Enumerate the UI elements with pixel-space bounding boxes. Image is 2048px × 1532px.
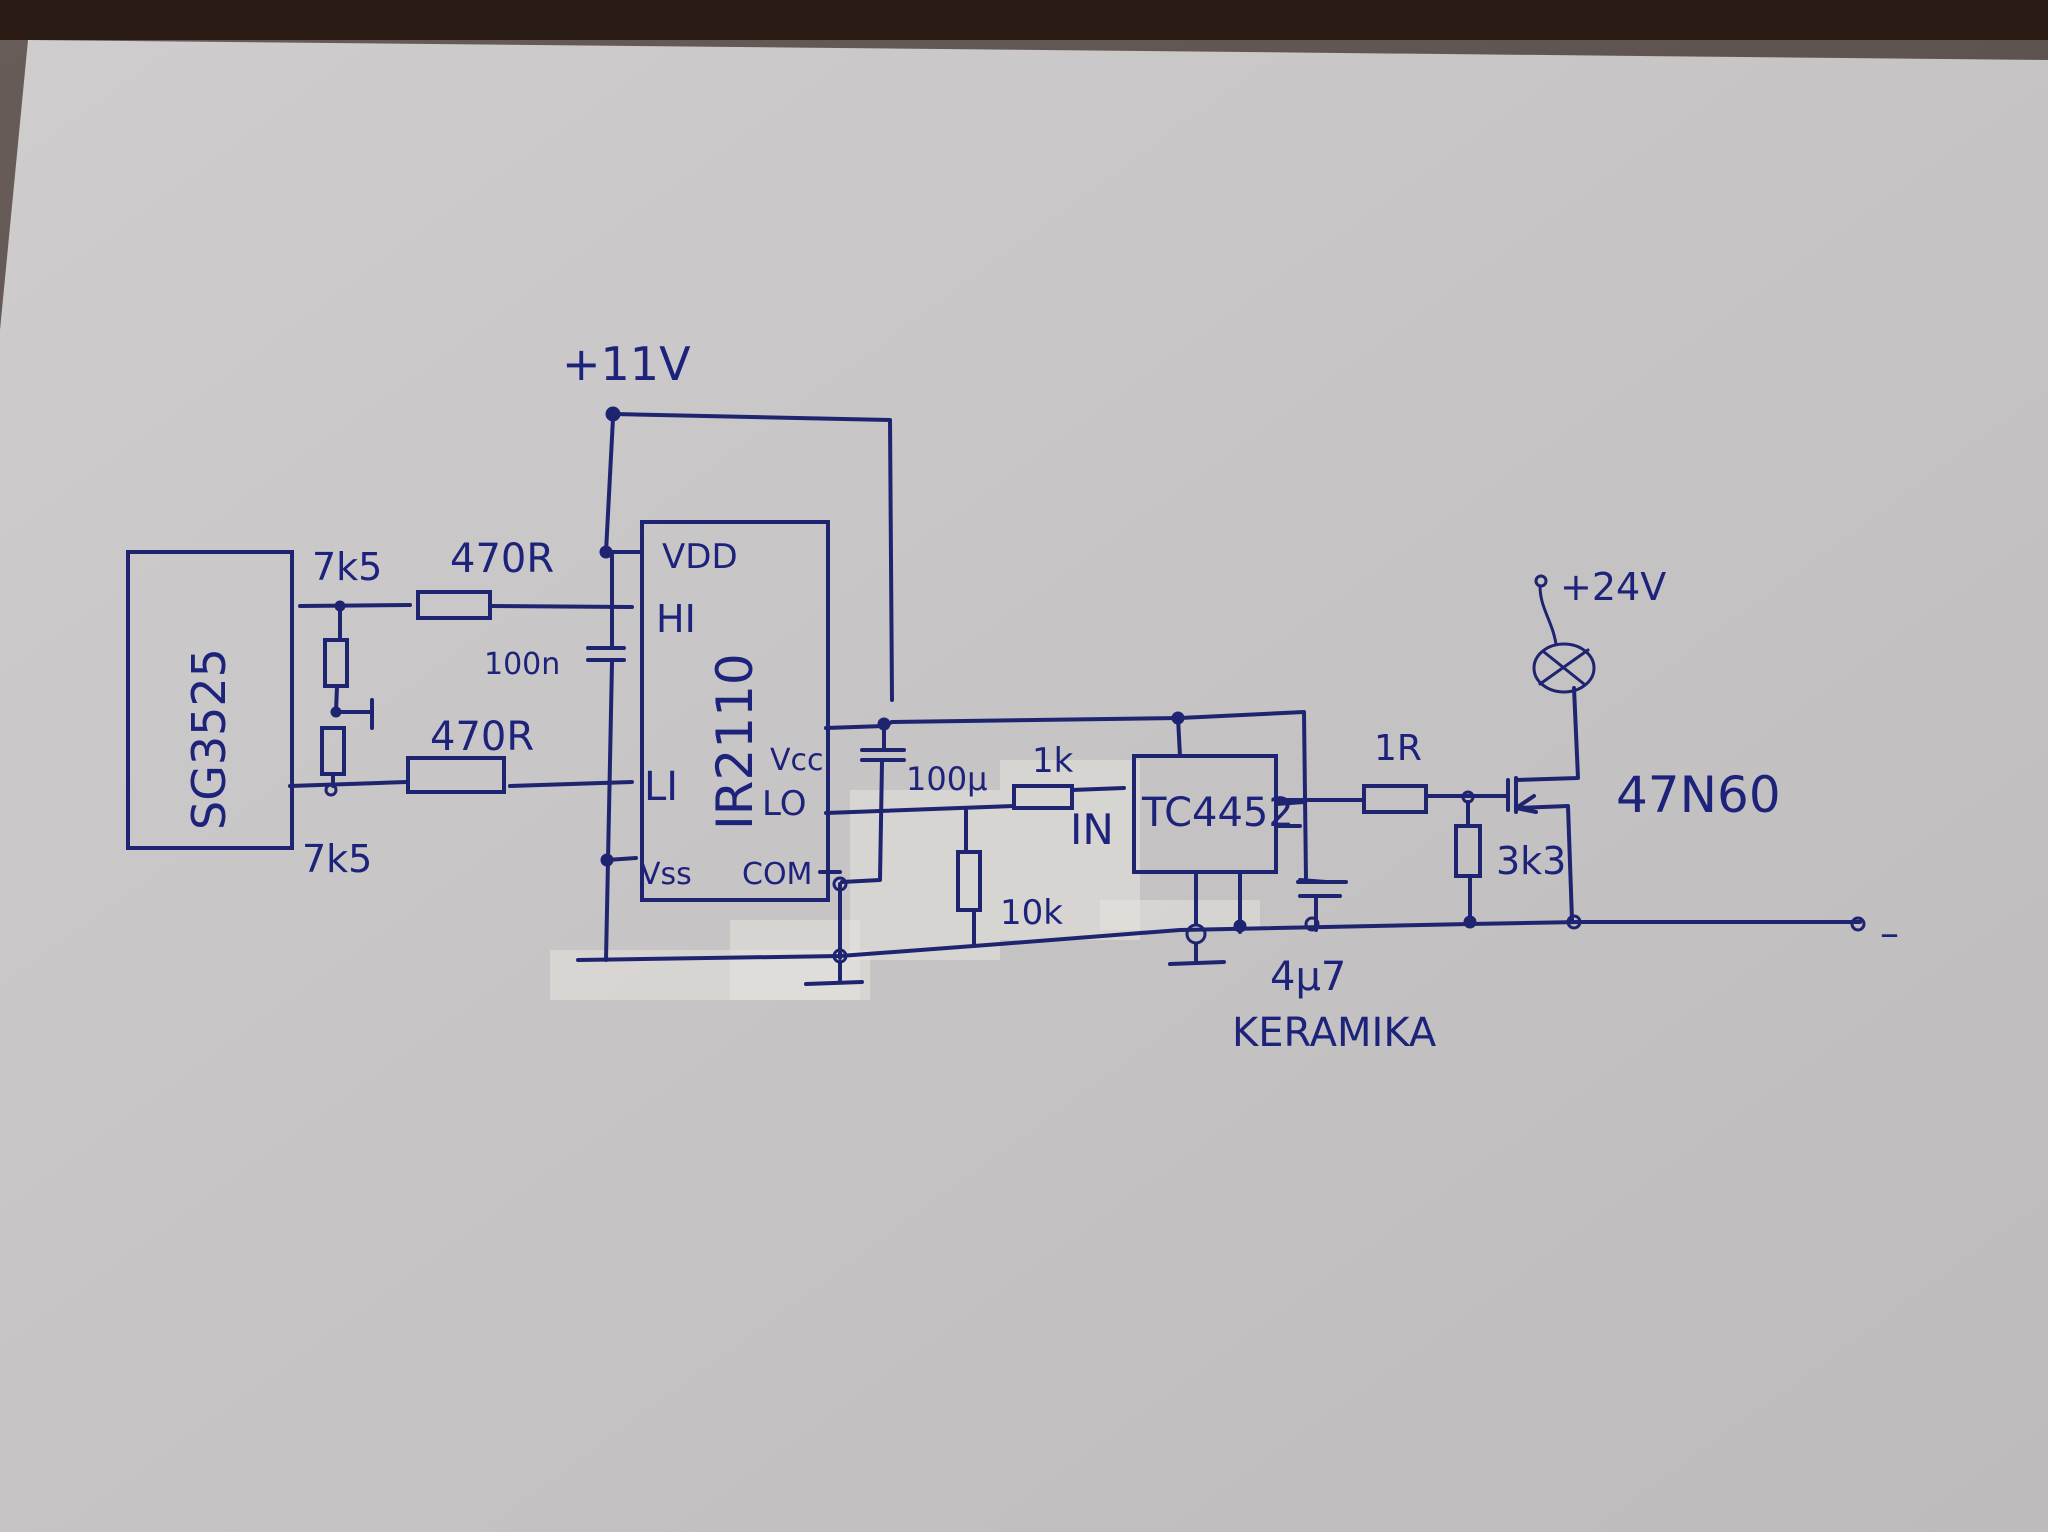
resistor-1k: [1012, 784, 1074, 810]
supply-11v: +11V: [562, 337, 894, 702]
vdd-decoupling: 100n: [484, 545, 644, 962]
label-7k5-bottom: 7k5: [302, 837, 372, 881]
hi-signal-path: 7k5 470R: [298, 536, 634, 620]
label-plus-11v: +11V: [562, 337, 691, 391]
pin-vcc: Vcc: [770, 743, 824, 778]
label-plus-24v: +24V: [1560, 565, 1666, 609]
pin-li: LI: [644, 764, 678, 810]
lamp-and-supply: +24V: [1532, 565, 1666, 694]
label-1r: 1R: [1374, 728, 1422, 769]
lamp-icon: [1532, 642, 1596, 694]
label-100u: 100µ: [906, 760, 987, 798]
ceramic-capacitor: 4µ7 KERAMIKA: [1232, 878, 1437, 1056]
label-in: IN: [1070, 805, 1114, 854]
label-4u7: 4µ7: [1270, 954, 1346, 1000]
pin-lo: LO: [762, 784, 807, 824]
resistor-470r-hi: [416, 590, 492, 620]
resistor-470r-li: [406, 756, 506, 794]
label-3k3: 3k3: [1496, 839, 1566, 883]
ir2110-ic: IR2110 VDD HI LI Vcc LO Vss COM: [640, 520, 830, 902]
label-10k: 10k: [1000, 893, 1063, 933]
pin-com: COM: [742, 857, 812, 892]
sg3525-label: SG3525: [182, 648, 236, 830]
pin-vss: Vss: [640, 857, 692, 892]
label-7k5-top: 7k5: [312, 545, 382, 589]
lo-signal-path: 1k IN 10k: [824, 741, 1126, 946]
resistor-10k: [956, 850, 982, 912]
ir2110-label: IR2110: [706, 653, 764, 830]
pin-vdd: VDD: [662, 537, 738, 577]
mosfet-47n60: 47N60: [1506, 686, 1781, 930]
li-signal-path: 470R: [288, 714, 634, 794]
label-470r-hi: 470R: [450, 536, 554, 582]
label-470r-li: 470R: [430, 714, 534, 760]
label-keramika: KERAMIKA: [1232, 1010, 1437, 1056]
minus-terminal: –: [1850, 911, 1899, 955]
label-100n: 100n: [484, 647, 560, 682]
gate-path: 1R 3k3: [1274, 728, 1566, 929]
vcc-rail: 100µ: [824, 710, 1308, 884]
label-minus: –: [1880, 911, 1899, 955]
label-47n60: 47N60: [1616, 766, 1781, 824]
resistor-1r: [1362, 784, 1428, 814]
label-1k: 1k: [1032, 741, 1074, 781]
sg3525-ic: SG3525: [126, 550, 294, 850]
tc4452-ic: TC4452: [1132, 754, 1306, 966]
tc4452-label: TC4452: [1141, 790, 1294, 836]
pin-hi: HI: [656, 597, 696, 641]
